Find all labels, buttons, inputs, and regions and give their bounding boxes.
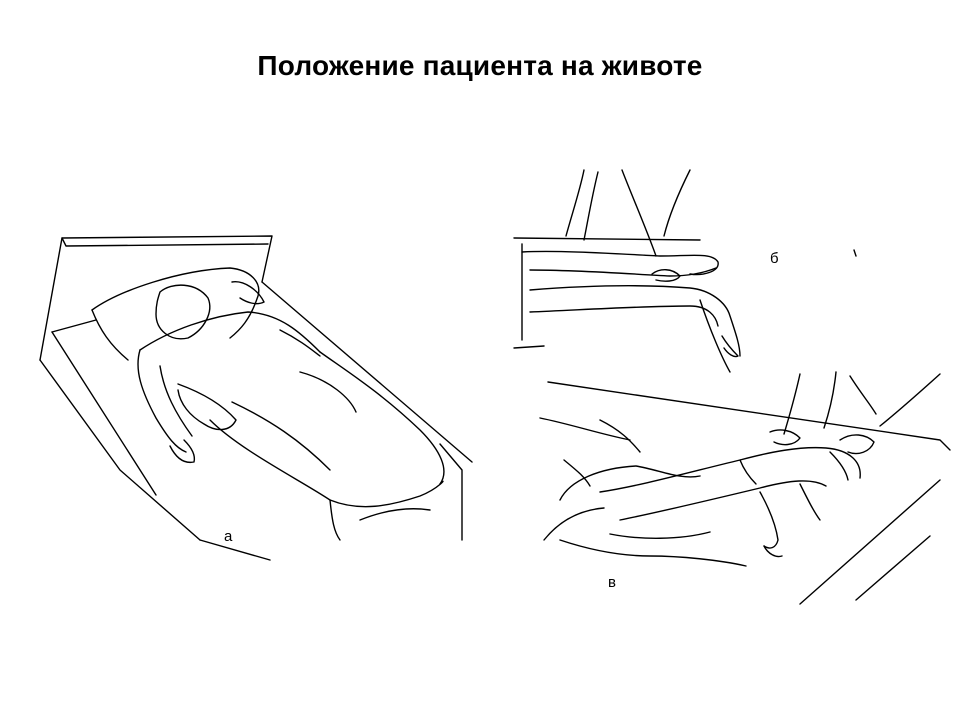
figure-label-c: в bbox=[608, 574, 616, 591]
figure-label-a: а bbox=[224, 528, 233, 545]
figure-label-b: б bbox=[770, 250, 779, 267]
slide-title: Положение пациента на животе bbox=[257, 50, 703, 81]
